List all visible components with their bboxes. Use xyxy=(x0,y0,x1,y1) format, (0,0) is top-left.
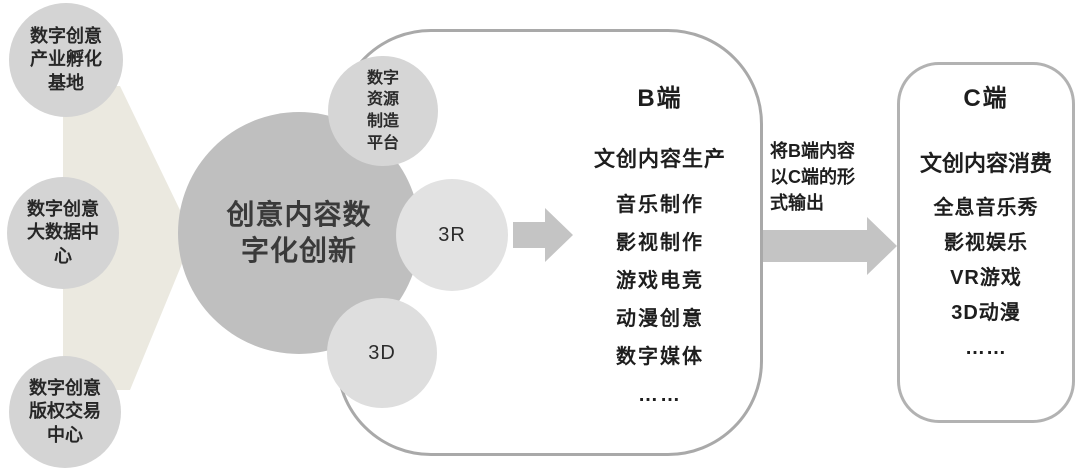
hub-label: 创意内容数 字化创新 xyxy=(226,198,372,266)
b-panel-ellipsis: …… xyxy=(638,384,682,406)
left-node-label: 数字创意 大数据中 心 xyxy=(27,199,99,266)
c-panel-box xyxy=(897,62,1075,423)
b-panel-item: 音乐制作 xyxy=(616,194,704,216)
b-panel-item: 数字媒体 xyxy=(616,346,704,368)
b-panel-subtitle: 文创内容生产 xyxy=(594,148,726,171)
b-panel-content: B端 文创内容生产 音乐制作 影视制作 游戏电竞 动漫创意 数字媒体 …… xyxy=(550,84,770,420)
arrow-right-icon xyxy=(763,217,897,275)
b-panel-item: 动漫创意 xyxy=(616,308,704,330)
c-panel-item-list: 全息音乐秀 影视娱乐 VR游戏 3D动漫 …… xyxy=(897,196,1075,360)
left-node-label: 数字创意 版权交易 中心 xyxy=(29,378,101,445)
b-panel-title: B端 xyxy=(637,85,683,112)
left-node-incubation-base: 数字创意 产业孵化 基地 xyxy=(9,3,123,117)
left-node-copyright-trading-center: 数字创意 版权交易 中心 xyxy=(9,356,121,468)
satellite-node-digital-resource-platform: 数字 资源 制造 平台 xyxy=(328,56,438,166)
satellite-label: 3R xyxy=(438,223,466,246)
c-panel-item: 全息音乐秀 xyxy=(933,197,1039,219)
satellite-node-3d: 3D xyxy=(327,298,437,408)
c-panel-content: C端 文创内容消费 全息音乐秀 影视娱乐 VR游戏 3D动漫 …… xyxy=(897,84,1075,371)
c-panel-ellipsis: …… xyxy=(965,337,1007,359)
left-node-label: 数字创意 产业孵化 基地 xyxy=(30,26,102,93)
c-panel-item: 影视娱乐 xyxy=(944,232,1028,254)
b-panel-item: 游戏电竞 xyxy=(616,270,704,292)
b-panel-item-list: 音乐制作 影视制作 游戏电竞 动漫创意 数字媒体 …… xyxy=(550,192,770,408)
c-panel-item: VR游戏 xyxy=(950,267,1022,289)
satellite-node-3r: 3R xyxy=(396,179,508,291)
flow-arrow-label: 将B端内容 以C端的形 式输出 xyxy=(770,141,855,213)
satellite-label: 数字 资源 制造 平台 xyxy=(366,69,399,152)
c-panel-title: C端 xyxy=(963,85,1009,112)
b-panel-item: 影视制作 xyxy=(616,232,704,254)
left-node-big-data-center: 数字创意 大数据中 心 xyxy=(7,177,119,289)
c-panel-item: 3D动漫 xyxy=(951,302,1021,324)
c-panel-subtitle: 文创内容消费 xyxy=(919,151,1052,176)
satellite-label: 3D xyxy=(368,341,396,364)
